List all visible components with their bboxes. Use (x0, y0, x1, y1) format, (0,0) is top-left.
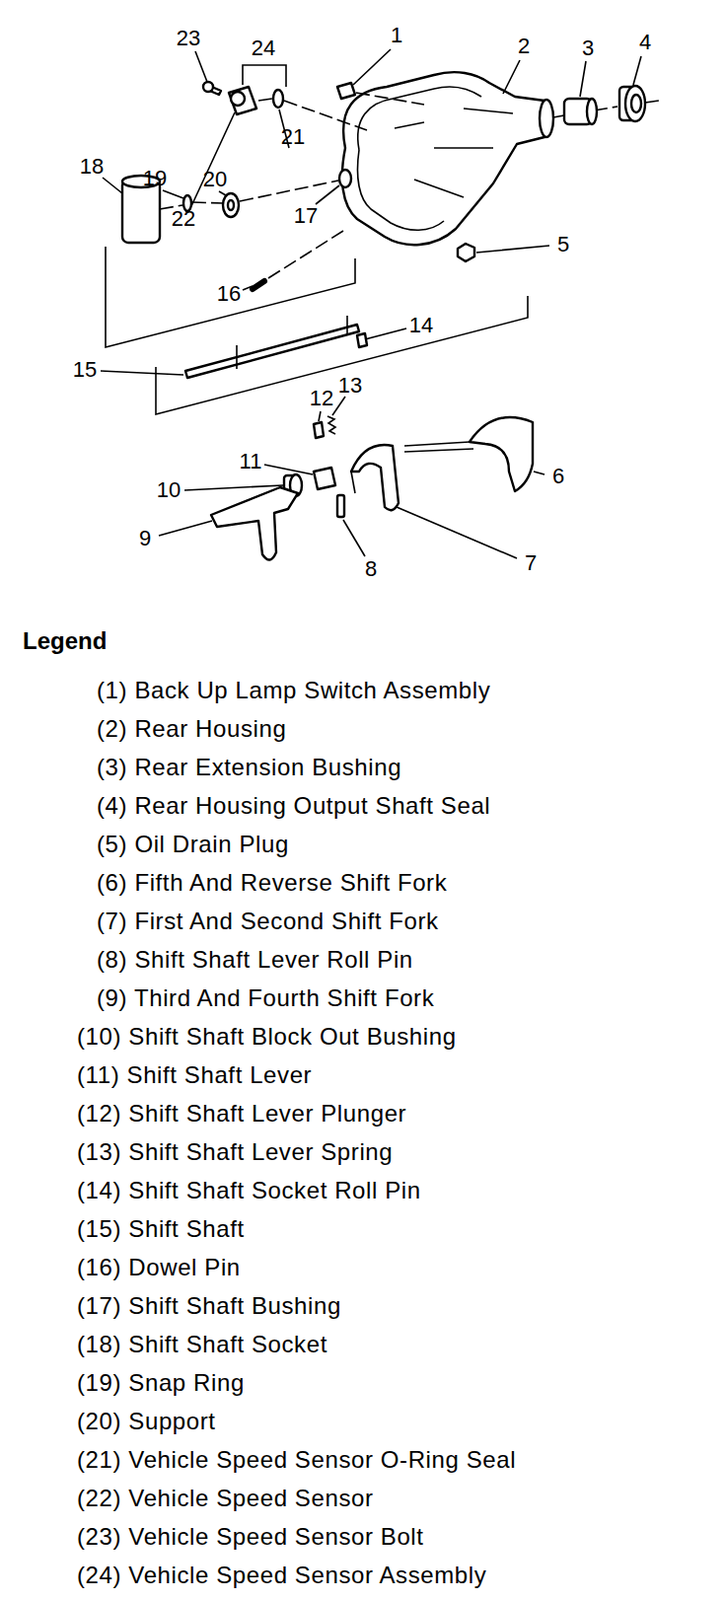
third-fourth-fork (211, 487, 298, 561)
legend-entry: (2) Rear Housing (96, 715, 287, 743)
support (222, 193, 239, 218)
lever-roll-pin (337, 495, 345, 517)
callout-number: 8 (364, 557, 377, 581)
callout-number: 10 (156, 478, 181, 503)
leader-line (100, 49, 642, 559)
legend-entry: (9) Third And Fourth Shift Fork (96, 984, 435, 1013)
legend-entry: (3) Rear Extension Bushing (96, 753, 402, 782)
first-second-fork (351, 444, 399, 510)
legend-entry: (19) Snap Ring (76, 1369, 245, 1397)
exploded-illustration (0, 0, 726, 612)
dowel-pin (252, 281, 265, 290)
socket-roll-pin (357, 333, 367, 348)
callout-number: 11 (239, 449, 263, 474)
legend-entry: (14) Shift Shaft Socket Roll Pin (76, 1176, 422, 1205)
dowel-axis (268, 230, 344, 279)
callout-number: 15 (72, 358, 97, 382)
shift-shaft-bushing (339, 169, 352, 188)
callout-number: 3 (581, 36, 594, 61)
lever-spring (327, 416, 336, 435)
callout-number: 6 (552, 464, 565, 489)
callout-number: 18 (79, 154, 104, 179)
legend-entry: (18) Shift Shaft Socket (76, 1330, 328, 1359)
legend-entry: (24) Vehicle Speed Sensor Assembly (76, 1561, 487, 1590)
callout-number: 7 (524, 551, 537, 576)
callout-number: 14 (409, 313, 434, 338)
fork-prong (351, 471, 356, 494)
sensor-bracket (242, 65, 287, 87)
legend-entry: (8) Shift Shaft Lever Roll Pin (96, 945, 414, 974)
legend-entry: (4) Rear Housing Output Shaft Seal (96, 792, 491, 820)
group-frame (155, 295, 528, 415)
callout-number: 1 (390, 23, 403, 48)
callout-number: 4 (639, 30, 652, 55)
legend-entry: (7) First And Second Shift Fork (96, 907, 439, 936)
legend-entry: (6) Fifth And Reverse Shift Fork (96, 869, 447, 897)
callout-number: 2 (517, 34, 530, 59)
fork-rail (404, 441, 474, 452)
speed-sensor (228, 86, 257, 115)
housing-flange (358, 86, 483, 230)
legend-entry: (23) Vehicle Speed Sensor Bolt (76, 1523, 425, 1551)
housing-tail (539, 99, 554, 138)
callout-number: 5 (557, 232, 570, 257)
callout-number: 21 (281, 125, 305, 149)
support-bore (227, 200, 234, 211)
callout-number: 13 (338, 373, 363, 398)
legend-heading: Legend (22, 627, 107, 655)
legend-entry: (11) Shift Shaft Lever (76, 1061, 312, 1089)
legend-entry: (17) Shift Shaft Bushing (76, 1292, 342, 1320)
switch-axis (356, 92, 425, 105)
backup-switch (337, 82, 356, 99)
drain-plug (457, 243, 475, 262)
output-seal-bore (631, 94, 642, 113)
callout-number: 20 (203, 167, 227, 192)
legend-entry: (13) Shift Shaft Lever Spring (76, 1138, 393, 1166)
legend-entry: (15) Shift Shaft (76, 1215, 245, 1243)
callout-number: 19 (143, 166, 167, 191)
legend-entry: (12) Shift Shaft Lever Plunger (76, 1099, 407, 1128)
legend-entry: (16) Dowel Pin (76, 1253, 241, 1282)
lever-plunger (313, 422, 324, 438)
rear-housing (342, 72, 549, 245)
callout-number: 16 (217, 282, 241, 306)
group-frame (105, 246, 356, 348)
legend-entry: (20) Support (76, 1407, 217, 1436)
callout-number: 22 (171, 207, 196, 231)
output-seal (625, 85, 646, 122)
legend-entry: (21) Vehicle Speed Sensor O-Ring Seal (76, 1446, 516, 1474)
callout-number: 23 (176, 26, 201, 51)
sensor-axis (258, 98, 367, 131)
callout-number: 24 (251, 36, 276, 61)
fifth-reverse-fork (469, 417, 533, 492)
callout-number: 17 (293, 204, 318, 228)
callout-number: 9 (139, 526, 151, 551)
shaft-marker (236, 315, 348, 369)
housing-detail (394, 108, 513, 198)
extension-bushing-end (586, 98, 597, 125)
shift-shaft (185, 324, 360, 378)
sensor-o-ring (273, 89, 284, 108)
legend-entry: (10) Shift Shaft Block Out Bushing (76, 1022, 457, 1051)
callout-number: 12 (309, 386, 334, 411)
sensor-bolt-head (203, 81, 214, 92)
speed-sensor-cap (230, 91, 245, 106)
legend-entry: (5) Oil Drain Plug (96, 830, 290, 859)
shift-shaft-lever (313, 467, 336, 490)
legend-entry: (1) Back Up Lamp Switch Assembly (96, 676, 491, 705)
legend-entry: (22) Vehicle Speed Sensor (76, 1484, 374, 1513)
